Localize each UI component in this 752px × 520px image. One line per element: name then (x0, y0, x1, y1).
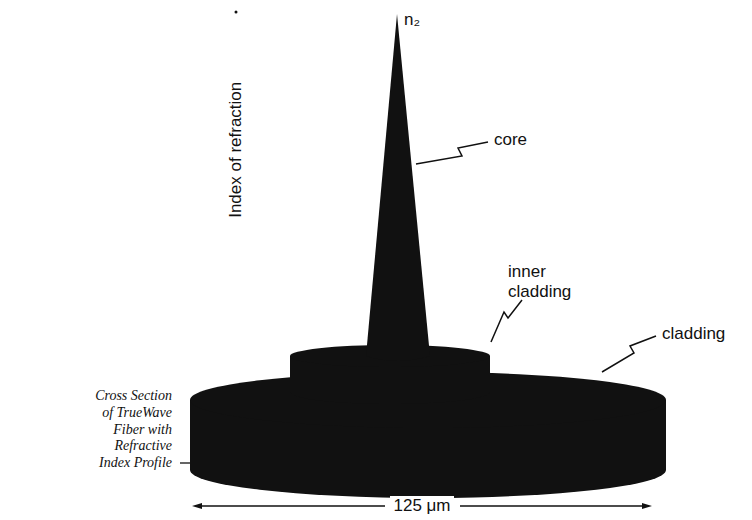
figure-caption: Cross Section of TrueWave Fiber with Ref… (86, 388, 172, 472)
axis-mark (235, 11, 238, 14)
inner-cladding-leader (491, 300, 522, 342)
part-label: cladding (662, 324, 725, 344)
caption-tick (180, 462, 190, 463)
core-leader (416, 142, 488, 164)
dimension-label: 125 μm (390, 496, 453, 516)
part-label: core (494, 130, 527, 150)
cladding-leader (602, 336, 656, 372)
index-label: n₂ (404, 10, 420, 30)
core-spike (366, 14, 430, 361)
part-label: inner cladding (508, 262, 588, 301)
axis-title: Index of refraction (226, 82, 246, 218)
